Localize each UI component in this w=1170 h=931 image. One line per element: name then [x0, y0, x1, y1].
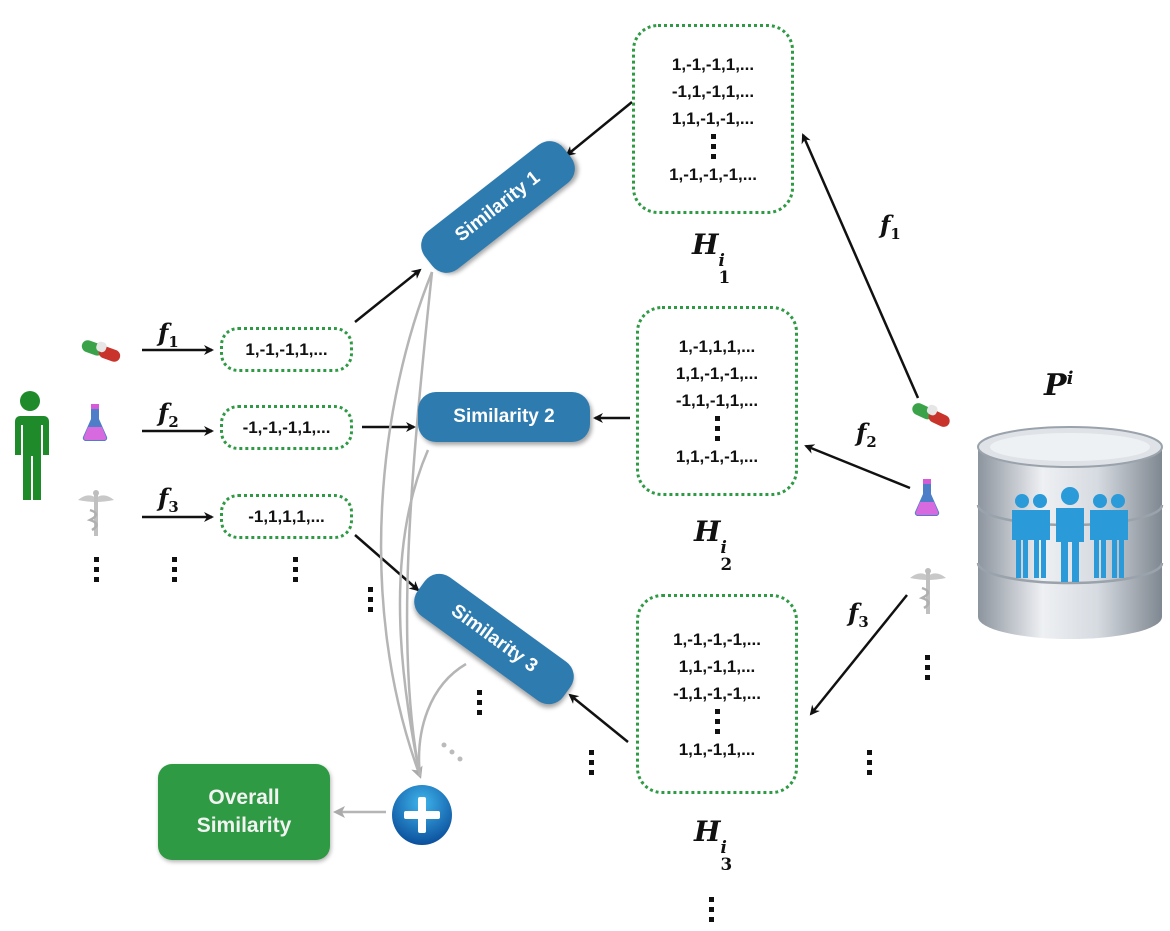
db-caduceus-icon — [910, 568, 946, 614]
more-similarity-dots-2 — [477, 690, 482, 715]
arrow-h3-to-sim3 — [568, 693, 629, 743]
hash-row: 1,-1,1,1,... — [678, 336, 756, 356]
hash-row: 1,-1,-1,-1,... — [669, 164, 757, 184]
feature-label-f2: f2 — [158, 398, 179, 431]
hash-row: 1,-1,-1,-1,... — [673, 629, 761, 649]
db-feature-label-f3: f3 — [848, 598, 869, 631]
arrow-db-f1 — [801, 133, 920, 399]
db-feature-label-f2: f2 — [856, 418, 877, 451]
patient-icon — [15, 391, 49, 500]
more-features-dots-icons — [94, 557, 99, 582]
pill-icon — [81, 340, 121, 362]
hash-table-3: 1,-1,-1,-1,... 1,1,-1,1,... -1,1,-1,-1,.… — [636, 594, 798, 794]
overall-line1: Overall — [208, 786, 280, 809]
hash-row: -1,1,-1,1,... — [675, 390, 759, 410]
curve-sim1-to-sum-b — [405, 271, 434, 777]
more-hash-dots-left — [589, 750, 594, 775]
patient-database-icon — [976, 426, 1164, 639]
arrow-db-f3 — [809, 594, 908, 716]
hash-table-1: 1,-1,-1,1,... -1,1,-1,1,... 1,1,-1,-1,..… — [632, 24, 794, 214]
curve-sim1-to-sum — [379, 271, 434, 779]
db-pill-icon — [912, 403, 950, 427]
feature-label-f1: f1 — [158, 318, 179, 351]
arrow-code1-to-sim1 — [354, 268, 422, 323]
query-code-f3: -1,1,1,1,... — [220, 494, 353, 539]
overall-line2: Similarity — [196, 814, 292, 837]
hash-row: 1,1,-1,-1,... — [671, 108, 755, 128]
hash-row: 1,1,-1,-1,... — [675, 446, 759, 466]
curve-sim2-to-sum — [398, 449, 430, 777]
hash-row: 1,1,-1,1,... — [678, 656, 756, 676]
plus-circle-icon — [392, 785, 452, 845]
patients-group-icon — [1012, 487, 1128, 582]
hash-row-dots — [714, 415, 720, 441]
hash-row-dots — [710, 133, 716, 159]
curve-sim3-to-sum — [417, 662, 467, 777]
hash-row: 1,-1,-1,1,... — [671, 54, 755, 74]
query-code-f2: -1,-1,-1,1,... — [220, 405, 353, 450]
more-features-dots-labels — [172, 557, 177, 582]
more-db-features-dots — [925, 655, 930, 680]
overall-similarity-node: Overall Similarity — [158, 764, 330, 860]
hash-row: -1,1,-1,-1,... — [673, 683, 761, 703]
query-code-f1: 1,-1,-1,1,... — [220, 327, 353, 372]
flask-icon — [82, 404, 108, 442]
more-hash-dots-right — [867, 750, 872, 775]
arrow-db-f2 — [804, 444, 911, 490]
db-flask-icon — [914, 479, 940, 517]
hash-row: -1,1,-1,1,... — [671, 81, 755, 101]
more-similarity-dots — [368, 587, 373, 612]
similarity-2-node: Similarity 2 — [418, 392, 590, 442]
db-feature-label-f1: f1 — [880, 210, 901, 243]
arrow-h1-to-sim1 — [565, 101, 633, 157]
feature-label-f3: f3 — [158, 483, 179, 516]
hash-row-dots — [714, 708, 720, 734]
database-label: Pi — [1044, 368, 1074, 403]
hash-table-2: 1,-1,1,1,... 1,1,-1,-1,... -1,1,-1,1,...… — [636, 306, 798, 496]
gray-diagonal-ellipsis — [441, 742, 463, 762]
more-features-dots-codes — [293, 557, 298, 582]
hash-row: 1,1,-1,1,... — [678, 739, 756, 759]
caduceus-icon — [78, 490, 114, 536]
more-hash-tables-dots — [709, 897, 714, 922]
hash-row: 1,1,-1,-1,... — [675, 363, 759, 383]
